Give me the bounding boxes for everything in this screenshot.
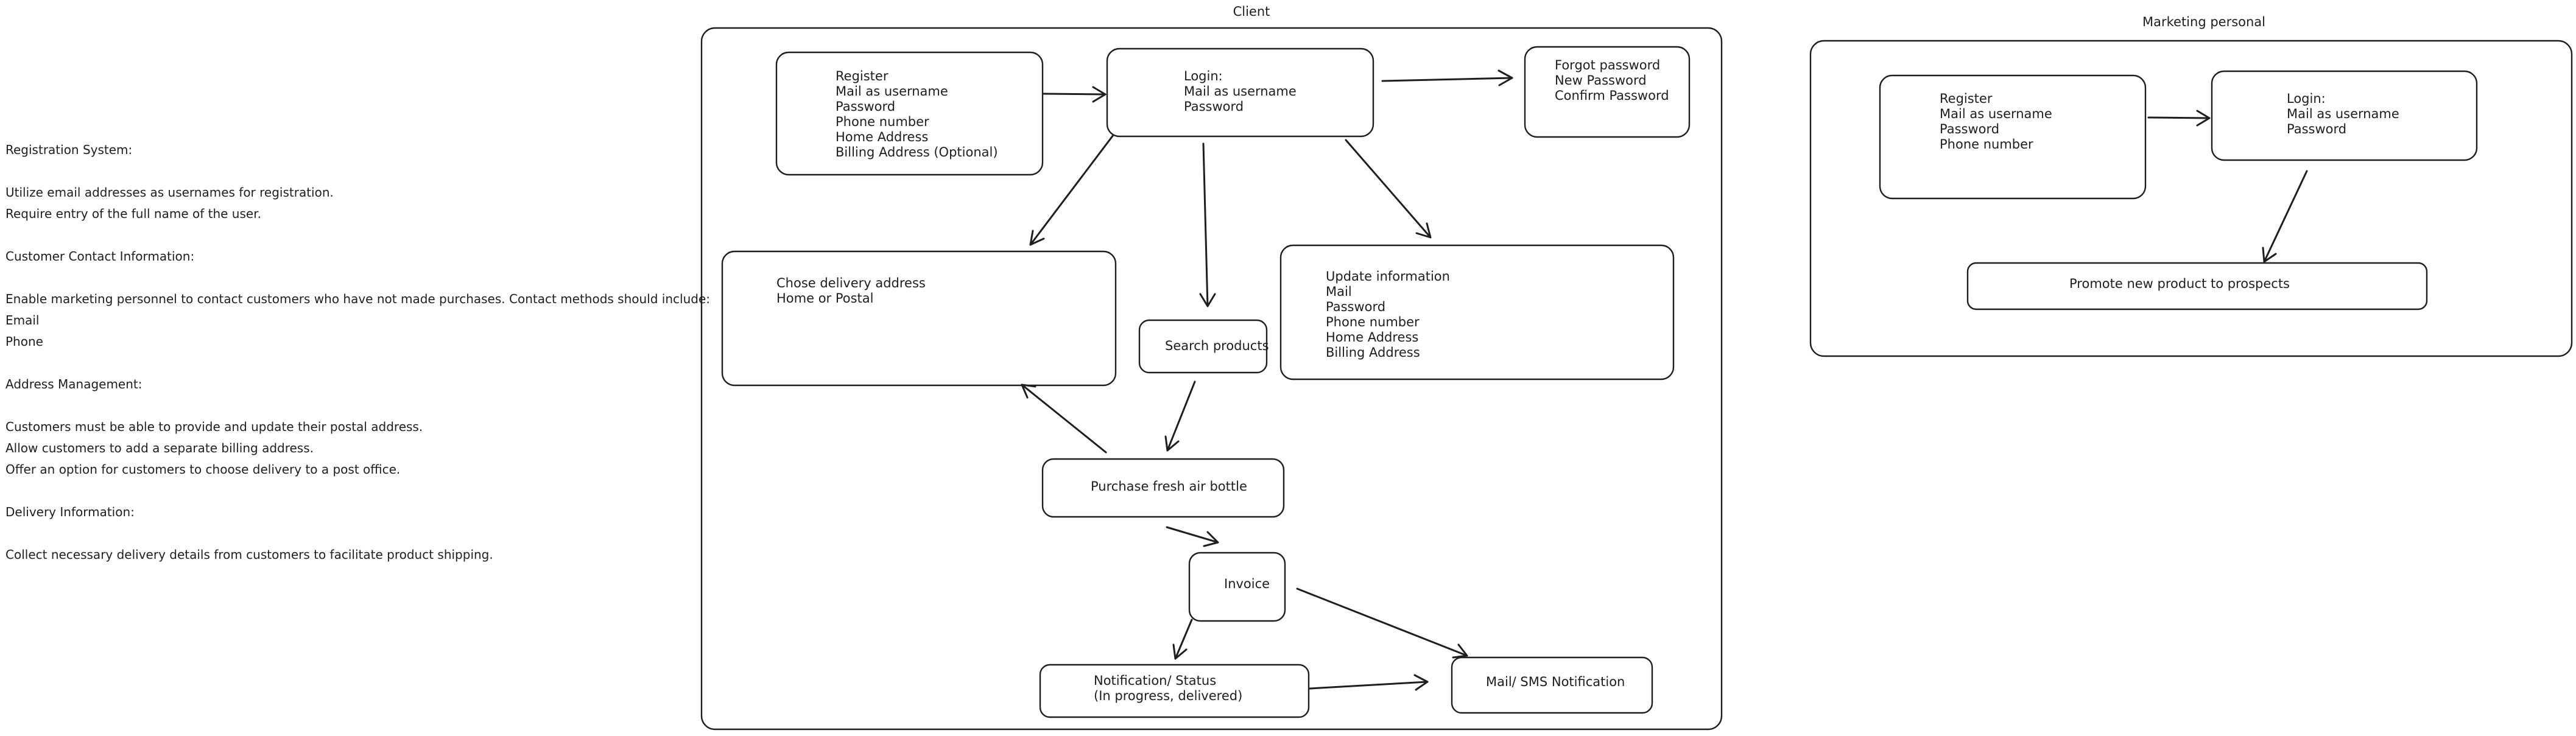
client-forgot-line: New Password	[1555, 73, 1647, 88]
client-update-line: Password	[1326, 300, 1385, 314]
client-register-line: Home Address	[836, 130, 928, 144]
client-login-box[interactable]	[1106, 47, 1374, 138]
client-login-line: Password	[1184, 99, 1244, 114]
client-frame-title: Client	[1233, 4, 1270, 19]
note-line: Phone	[5, 334, 43, 349]
client-search-line: Search products	[1165, 338, 1269, 353]
marketing-promote-line: Promote new product to prospects	[2069, 276, 2290, 291]
note-line: Allow customers to add a separate billin…	[5, 441, 314, 455]
client-purchase-line: Purchase fresh air bottle	[1091, 479, 1247, 494]
note-line: Collect necessary delivery details from …	[5, 547, 493, 562]
note-line: Email	[5, 313, 40, 328]
note-line: Delivery Information:	[5, 505, 135, 519]
client-frame	[700, 27, 1723, 731]
client-mail-sms-box[interactable]	[1451, 656, 1653, 714]
note-line: Enable marketing personnel to contact cu…	[5, 292, 710, 306]
marketing-login-line: Mail as username	[2287, 107, 2399, 121]
note-line: Registration System:	[5, 142, 132, 157]
client-forgot-password-box[interactable]	[1524, 46, 1691, 138]
client-mailsms-line: Mail/ SMS Notification	[1486, 675, 1625, 689]
client-register-line: Mail as username	[836, 84, 948, 99]
client-register-line: Password	[836, 99, 895, 114]
note-line: Utilize email addresses as usernames for…	[5, 185, 334, 200]
client-forgot-line: Forgot password	[1555, 58, 1660, 72]
marketing-register-box[interactable]	[1879, 74, 2147, 200]
client-update-line: Mail	[1326, 284, 1352, 299]
client-invoice-box[interactable]	[1188, 552, 1286, 622]
client-register-box[interactable]	[775, 51, 1044, 176]
client-notification-line: Notification/ Status	[1094, 673, 1216, 688]
note-line: Customers must be able to provide and up…	[5, 419, 423, 434]
client-purchase-box[interactable]	[1041, 458, 1285, 518]
marketing-register-line: Password	[1940, 122, 1999, 136]
client-search-products-box[interactable]	[1138, 319, 1268, 374]
note-line: Address Management:	[5, 377, 143, 391]
client-update-line: Phone number	[1326, 315, 1420, 329]
note-line: Customer Contact Information:	[5, 249, 194, 264]
marketing-register-line: Mail as username	[1940, 107, 2052, 121]
note-line: Require entry of the full name of the us…	[5, 206, 261, 221]
marketing-register-line: Phone number	[1940, 137, 2033, 152]
client-register-line: Billing Address (Optional)	[836, 145, 998, 159]
marketing-frame	[1809, 40, 2573, 357]
client-update-line: Update information	[1326, 269, 1450, 284]
client-login-line: Mail as username	[1184, 84, 1297, 99]
marketing-login-box[interactable]	[2211, 70, 2478, 161]
client-notification-status-box[interactable]	[1039, 664, 1310, 718]
client-update-information-box[interactable]	[1279, 244, 1675, 380]
client-register-line: Phone number	[836, 114, 929, 129]
client-delivery-line: Chose delivery address	[776, 276, 926, 290]
marketing-login-line: Login:	[2287, 91, 2326, 106]
requirements-notes: Registration System: Utilize email addres…	[5, 142, 710, 562]
client-forgot-line: Confirm Password	[1555, 88, 1669, 103]
note-line: Offer an option for customers to choose …	[5, 462, 400, 477]
marketing-login-line: Password	[2287, 122, 2346, 136]
marketing-frame-title: Marketing personal	[2142, 15, 2265, 29]
client-register-line: Register	[836, 69, 889, 83]
marketing-register-line: Register	[1940, 91, 1993, 106]
client-update-line: Home Address	[1326, 330, 1418, 345]
client-update-line: Billing Address	[1326, 345, 1420, 360]
client-invoice-line: Invoice	[1224, 577, 1270, 591]
client-delivery-line: Home or Postal	[776, 291, 874, 306]
client-arrows	[1021, 69, 1513, 691]
client-login-line: Login:	[1184, 69, 1223, 83]
marketing-arrows	[2147, 110, 2308, 263]
client-delivery-address-box[interactable]	[721, 250, 1117, 387]
client-notification-line: (In progress, delivered)	[1094, 689, 1242, 703]
marketing-promote-box[interactable]	[1966, 262, 2428, 310]
